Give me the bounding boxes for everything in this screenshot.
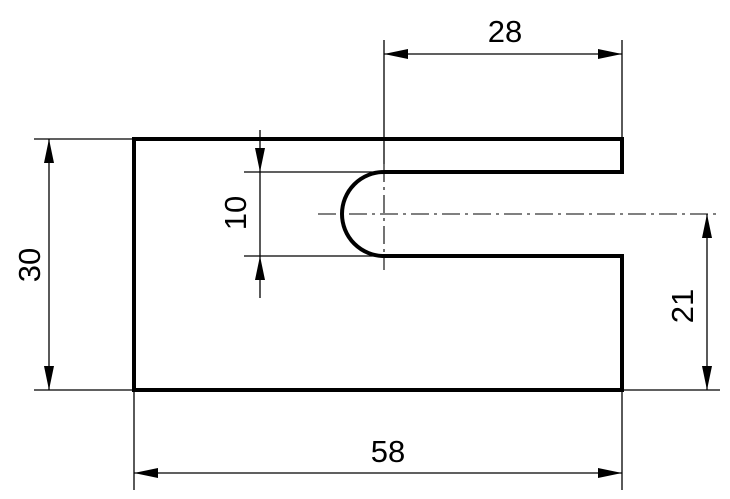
dimension-label: 10 xyxy=(218,196,253,230)
dimension-label: 58 xyxy=(371,434,405,469)
dimension-slot-center-height: 21 xyxy=(622,214,720,391)
arrowhead xyxy=(44,366,54,390)
arrowhead xyxy=(255,148,265,172)
arrowhead xyxy=(255,256,265,280)
dimension-slot-length: 28 xyxy=(383,14,623,164)
dimension-overall-width: 58 xyxy=(133,390,623,490)
arrowhead xyxy=(44,139,54,163)
arrowhead xyxy=(598,468,622,478)
dimension-label: 28 xyxy=(488,14,522,49)
arrowhead xyxy=(598,49,622,59)
arrowhead xyxy=(702,366,712,390)
dimension-label: 21 xyxy=(665,289,700,323)
dimension-overall-height: 30 xyxy=(12,138,134,391)
part-outline xyxy=(132,137,624,392)
arrowhead xyxy=(384,49,408,59)
dimension-slot-width: 10 xyxy=(218,130,384,298)
arrowhead xyxy=(134,468,158,478)
arrowhead xyxy=(702,214,712,238)
dimension-label: 30 xyxy=(12,248,47,282)
